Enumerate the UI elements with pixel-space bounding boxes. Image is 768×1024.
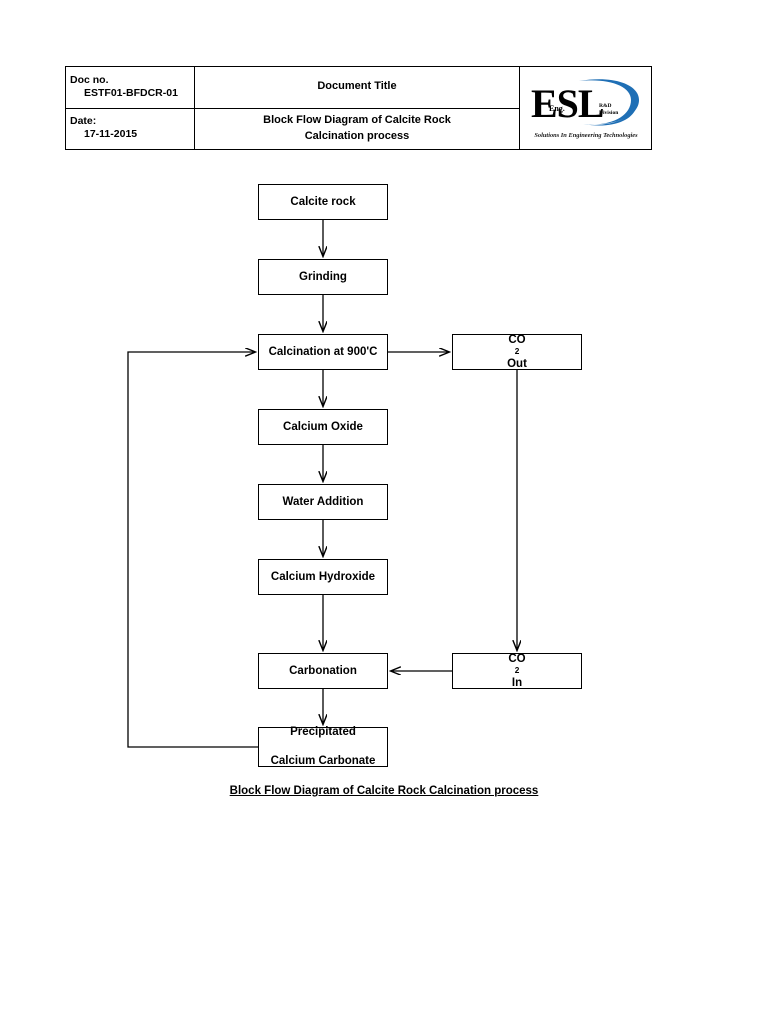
header-row-date: Date: 17-11-2015 Block Flow Diagram of C… [65,107,652,150]
document-title-line-1: Block Flow Diagram of Calcite Rock [263,113,451,126]
diagram-caption: Block Flow Diagram of Calcite Rock Calci… [229,785,539,797]
document-title-label-cell: Document Title [194,66,520,109]
node-pcc-line-1: Precipitated [290,725,356,738]
node-water-addition-label: Water Addition [282,495,364,508]
document-title-value-cell: Block Flow Diagram of Calcite Rock Calci… [194,107,520,150]
node-grinding-label: Grinding [299,270,347,283]
node-co2-in-suffix: In [511,677,523,690]
logo-eng-superscript: Eng. [549,104,565,113]
doc-no-group: Doc no. ESTF01-BFDCR-01 [66,71,194,104]
logo-division-line1: R&D [599,103,612,109]
logo-arc-tail [582,105,637,126]
node-calcium-hydroxide[interactable]: Calcium Hydroxide [258,559,388,595]
node-pcc-line-2: Calcium Carbonate [270,755,376,768]
node-calcination-label: Calcination at 900'C [268,345,378,358]
node-calcium-oxide-label: Calcium Oxide [283,420,363,433]
date-group: Date: 17-11-2015 [66,112,194,145]
date-value: 17-11-2015 [84,128,138,141]
doc-no-value: ESTF01-BFDCR-01 [84,86,178,99]
document-title-line-2: Calcination process [304,129,410,142]
doc-no-label: Doc no. [70,73,109,86]
header-row-docno: Doc no. ESTF01-BFDCR-01 Document Title E… [65,66,652,150]
date-cell: Date: 17-11-2015 [65,107,195,150]
node-calcium-hydroxide-label: Calcium Hydroxide [270,570,376,583]
company-logo-cell: ESL Eng. R&D Division Solutions In Engin… [519,66,652,150]
doc-no-cell: Doc no. ESTF01-BFDCR-01 [65,66,195,109]
node-carbonation[interactable]: Carbonation [258,653,388,689]
node-carbonation-label: Carbonation [289,664,357,677]
node-co2-out-subscript: 2 [514,346,520,356]
node-water-addition[interactable]: Water Addition [258,484,388,520]
logo-tagline-text: Solutions In Engineering Technologies [534,132,638,139]
document-header-table: Doc no. ESTF01-BFDCR-01 Document Title E… [65,66,652,150]
node-calcite-rock-label: Calcite rock [290,195,356,208]
node-calcium-oxide[interactable]: Calcium Oxide [258,409,388,445]
node-co2-out-suffix: Out [507,358,527,371]
esl-logo-icon: ESL Eng. R&D Division Solutions In Engin… [531,79,639,139]
esl-logo: ESL Eng. R&D Division Solutions In Engin… [523,69,649,147]
node-calcination[interactable]: Calcination at 900'C [258,334,388,370]
logo-division-line2: Division [599,110,618,116]
node-co2-out-formula: CO [508,333,526,346]
date-label: Date: [70,115,97,128]
logo-wordmark-text: ESL [531,81,604,126]
node-co2-in-formula: CO [508,652,526,665]
node-co2-in-subscript: 2 [514,665,520,675]
node-calcite-rock[interactable]: Calcite rock [258,184,388,220]
edge-pcc-recycle-to-calcination [127,352,258,748]
node-grinding[interactable]: Grinding [258,259,388,295]
